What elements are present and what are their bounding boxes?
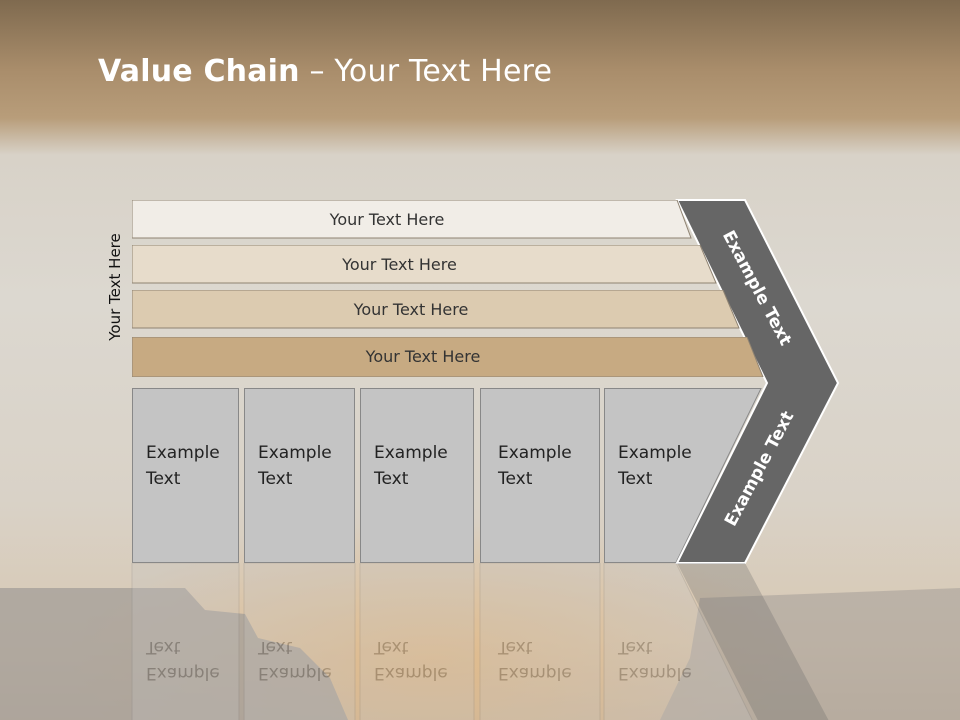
column-line1: Example <box>618 443 692 463</box>
column-line1: Example <box>374 443 448 463</box>
slide-title: Value Chain – Your Text Here <box>98 54 552 89</box>
column-line2: Text <box>258 469 293 489</box>
column-line1: Example <box>146 443 220 463</box>
column-line1: Example <box>258 443 332 463</box>
column-line2: Text <box>146 469 181 489</box>
band-4: Your Text Here <box>132 337 764 377</box>
band-label: Your Text Here <box>365 346 481 366</box>
column-line1: Example <box>498 443 572 463</box>
band-3: Your Text Here <box>132 290 740 329</box>
band-label: Your Text Here <box>353 299 469 319</box>
column-line2: Text <box>498 469 533 489</box>
band-label: Your Text Here <box>342 254 457 274</box>
band-label: Your Text Here <box>329 209 445 229</box>
column-line2: Text <box>374 469 409 489</box>
title-bold: Value Chain <box>98 54 300 89</box>
band-1: Your Text Here <box>132 200 692 239</box>
title-rest: – Your Text Here <box>299 54 553 89</box>
column-line2: Text <box>618 469 653 489</box>
rock-silhouette <box>0 588 960 720</box>
band-2: Your Text Here <box>132 245 717 284</box>
